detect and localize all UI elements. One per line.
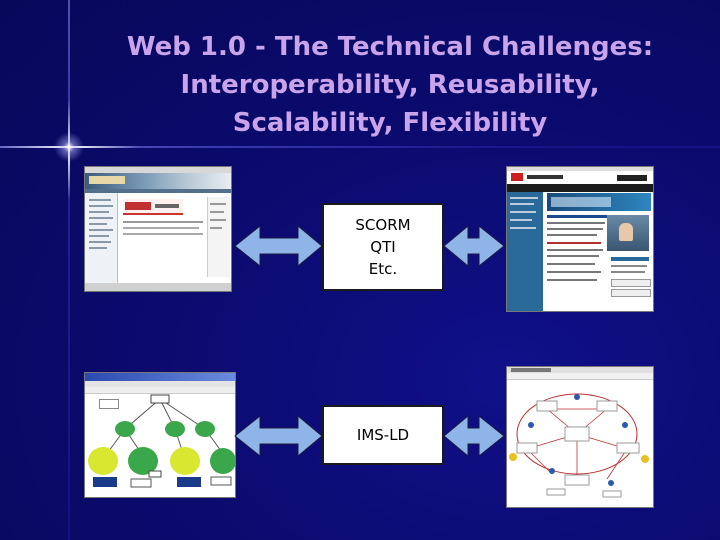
standard-label-ims-ld: IMS-LD	[356, 426, 410, 444]
standards-box-scorm-qti: SCORM QTI Etc.	[322, 203, 444, 291]
slide-title: Web 1.0 - The Technical Challenges: Inte…	[80, 28, 700, 142]
standard-label-scorm: SCORM	[355, 216, 411, 234]
campus-site-screenshot	[506, 166, 654, 312]
title-line-3: Scalability, Flexibility	[232, 108, 548, 138]
title-line-1: Web 1.0 - The Technical Challenges:	[126, 32, 654, 62]
arrow-bottom-left	[234, 414, 323, 458]
decorative-horizontal-line	[0, 146, 720, 148]
standard-label-qti: QTI	[370, 238, 396, 256]
decorative-star-glow	[54, 132, 84, 162]
network-graph	[509, 393, 649, 498]
network-diagram-screenshot	[506, 366, 654, 508]
portal-screenshot	[84, 166, 232, 292]
arrow-top-left	[234, 224, 323, 268]
arrow-top-right	[443, 224, 505, 268]
title-line-2: Interoperability, Reusability,	[180, 70, 600, 100]
arrow-bottom-right	[443, 414, 505, 458]
learning-design-diagram	[88, 394, 235, 488]
standard-label-etc: Etc.	[368, 260, 398, 278]
decorative-vertical-line	[68, 0, 70, 540]
learning-design-editor-screenshot	[84, 372, 236, 498]
standards-box-ims-ld: IMS-LD	[322, 405, 444, 465]
